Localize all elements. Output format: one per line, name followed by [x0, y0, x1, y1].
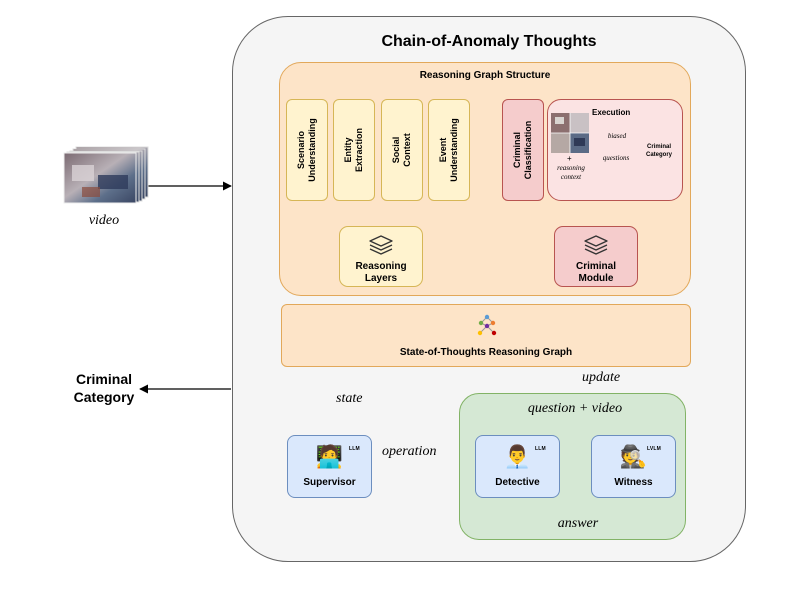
- execution-title: Execution: [592, 108, 631, 117]
- execution-result-label: Criminal Category: [645, 144, 672, 158]
- video-frames-stack: [62, 145, 150, 205]
- layer-label: Entity Extraction: [343, 127, 364, 173]
- criminal-module-box: Criminal Module: [554, 226, 638, 287]
- layers-stack-icon: [369, 235, 393, 255]
- layer-entity-extraction: Entity Extraction: [333, 99, 375, 201]
- reasoning-layers-box: Reasoning Layers: [339, 226, 423, 287]
- reasoning-graph-title: Reasoning Graph Structure: [419, 70, 551, 81]
- supervisor-model-tag: LLM: [349, 446, 360, 452]
- detective-office-worker-icon: 👨‍💼: [503, 444, 532, 469]
- state-edge-label: state: [336, 391, 363, 406]
- video-frames-icon: [63, 146, 149, 204]
- layer-label: Social Context: [391, 133, 412, 167]
- witness-detective-icon: 🕵️: [619, 444, 648, 469]
- witness-agent: 🕵️ LVLM Witness: [591, 435, 676, 498]
- layers-stack-icon: [584, 235, 608, 255]
- video-thumbnail-icon: [551, 113, 589, 153]
- state-of-thoughts-graph: State-of-Thoughts Reasoning Graph: [281, 304, 691, 367]
- execution-plus: +: [567, 154, 572, 163]
- criminal-classification-label: Criminal Classification: [512, 120, 533, 180]
- supervisor-technologist-icon: 🧑‍💻: [315, 444, 344, 469]
- witness-label: Witness: [614, 477, 653, 488]
- layer-event-understanding: Event Understanding: [428, 99, 470, 201]
- detective-model-tag: LLM: [535, 446, 546, 452]
- output-criminal-category: Criminal Category: [73, 371, 135, 405]
- state-graph-label: State-of-Thoughts Reasoning Graph: [399, 347, 573, 358]
- supervisor-agent: 🧑‍💻 LLM Supervisor: [287, 435, 372, 498]
- detective-agent: 👨‍💼 LLM Detective: [475, 435, 560, 498]
- layer-social-context: Social Context: [381, 99, 423, 201]
- execution-biased-label: biased: [607, 132, 627, 140]
- video-label: video: [88, 213, 120, 228]
- criminal-module-label: Criminal Module: [575, 261, 616, 284]
- layer-label: Scenario Understanding: [296, 118, 317, 182]
- layer-scenario-understanding: Scenario Understanding: [286, 99, 328, 201]
- question-video-label: question + video: [527, 401, 623, 416]
- detective-label: Detective: [495, 477, 540, 488]
- update-edge-label: update: [582, 370, 621, 385]
- diagram-title: Chain-of-Anomaly Thoughts: [381, 33, 597, 50]
- witness-model-tag: LVLM: [647, 446, 662, 452]
- supervisor-label: Supervisor: [303, 477, 356, 488]
- layer-label: Event Understanding: [438, 118, 459, 182]
- execution-video-thumbnail: [551, 113, 589, 153]
- execution-questions-label: questions: [602, 154, 630, 162]
- reasoning-layers-label: Reasoning Layers: [355, 261, 407, 284]
- graph-network-icon: [477, 314, 497, 336]
- operation-edge-label: operation: [382, 444, 437, 459]
- criminal-classification-box: Criminal Classification: [502, 99, 544, 201]
- answer-edge-label: answer: [557, 516, 599, 531]
- execution-reasoning-context: reasoning context: [557, 164, 585, 181]
